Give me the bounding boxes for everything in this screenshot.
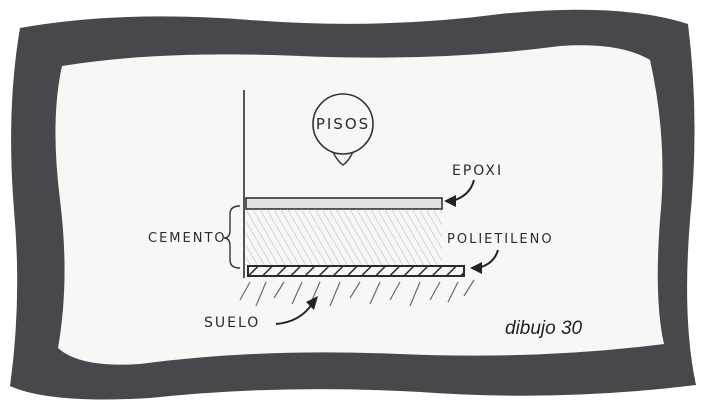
figure-caption: dibujo 30 [505, 318, 583, 339]
suelo-label: SUELO [204, 315, 260, 331]
title-circle-tail [332, 151, 354, 166]
title-circle [312, 93, 374, 155]
polietileno-layer [247, 265, 465, 277]
epoxi-arrowhead [444, 195, 456, 207]
cemento-brace [223, 205, 241, 269]
title-label: PISOS [316, 115, 370, 133]
polietileno-arrowhead [470, 262, 482, 274]
cemento-label: CEMENTO [148, 231, 227, 246]
suelo-texture [239, 279, 475, 307]
epoxi-label: EPOXI [452, 163, 503, 179]
epoxi-layer [245, 197, 443, 210]
suelo-arrowhead [306, 296, 318, 310]
cemento-layer [246, 209, 442, 265]
polietileno-label: POLIETILENO [447, 232, 554, 247]
suelo-arrow [275, 303, 313, 325]
